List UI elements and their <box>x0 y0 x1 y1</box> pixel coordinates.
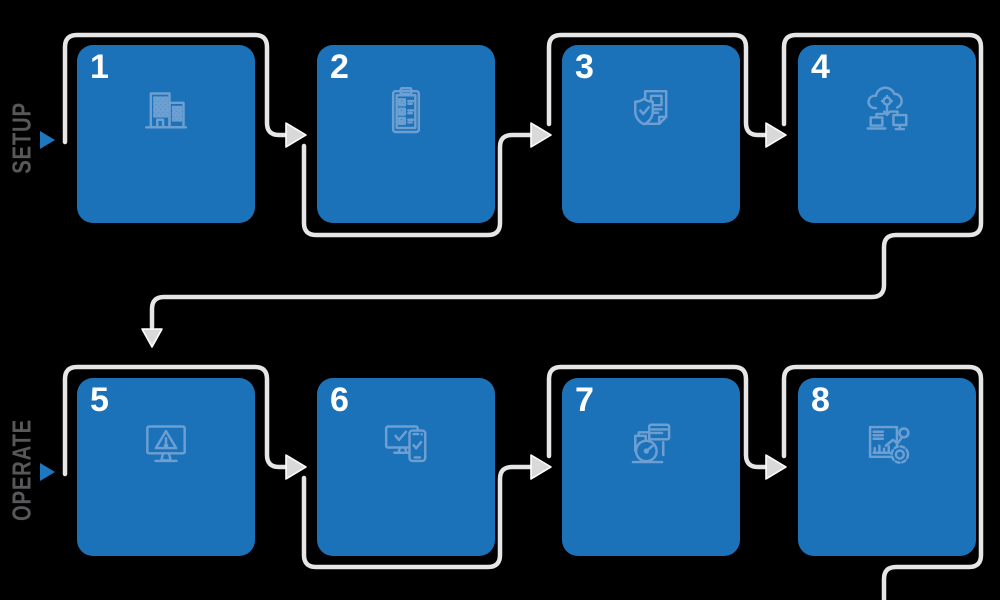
flow-line-step3 <box>546 32 768 138</box>
arrow-right-icon <box>285 122 307 148</box>
step-number: 5 <box>90 381 109 419</box>
arrow-right-icon <box>765 122 787 148</box>
step-number: 7 <box>575 381 594 419</box>
arrow-right-icon <box>530 122 552 148</box>
operate-pointer-icon <box>40 463 55 481</box>
flow-line-step8-exit <box>781 364 984 600</box>
step-card-5: 5 <box>77 378 255 556</box>
performance-gauge-icon <box>631 423 671 464</box>
step-card-2: 2 <box>317 45 495 223</box>
step-number: 3 <box>575 48 594 86</box>
arrow-down-icon <box>141 328 163 348</box>
arrow-right-icon <box>765 454 787 480</box>
step-number: 1 <box>90 48 109 86</box>
monitor-alert-icon <box>146 425 186 463</box>
flow-line-step1 <box>62 32 288 145</box>
arrow-right-icon <box>530 454 552 480</box>
building-icon <box>144 92 188 129</box>
step-card-6: 6 <box>317 378 495 556</box>
step-number: 6 <box>330 381 349 419</box>
setup-pointer-icon <box>40 131 55 149</box>
checklist-clipboard-icon <box>391 87 421 134</box>
shield-document-icon <box>634 89 668 126</box>
step-card-8: 8 <box>798 378 976 556</box>
step-number: 4 <box>811 48 830 86</box>
flow-line-step6 <box>301 464 533 570</box>
step-number: 8 <box>811 381 830 419</box>
step-card-4: 4 <box>798 45 976 223</box>
flow-line-step2 <box>301 132 533 238</box>
cloud-network-icon <box>866 86 908 131</box>
step-card-1: 1 <box>77 45 255 223</box>
step-number: 2 <box>330 48 349 86</box>
analytics-gear-icon <box>868 425 910 464</box>
flow-line-step7 <box>546 364 768 470</box>
step-card-3: 3 <box>562 45 740 223</box>
phase-label-operate: OPERATE <box>6 419 37 521</box>
step-card-7: 7 <box>562 378 740 556</box>
arrow-right-icon <box>285 454 307 480</box>
flow-line-step5 <box>62 364 288 477</box>
phase-label-setup: SETUP <box>6 102 37 174</box>
flow-line-step4-return <box>149 32 984 330</box>
devices-check-icon <box>384 425 427 463</box>
